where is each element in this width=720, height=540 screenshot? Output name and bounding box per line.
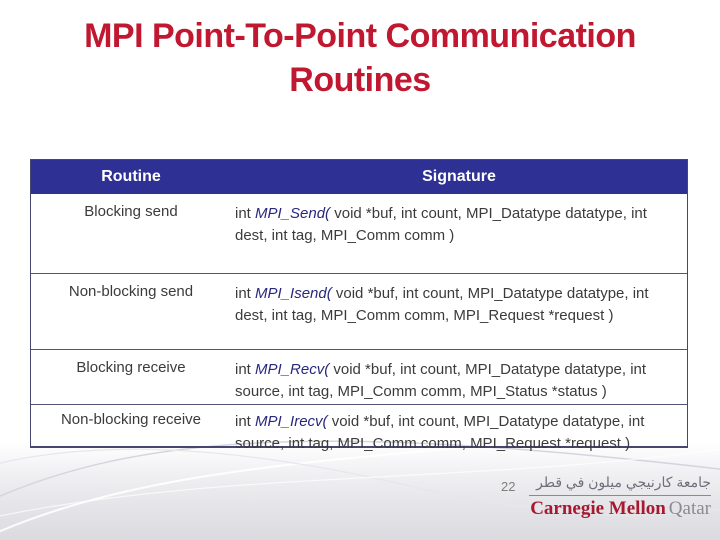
table-row: Non-blocking send int MPI_Isend( void *b… <box>31 273 687 349</box>
signature-prefix: int <box>235 285 256 302</box>
signature-cell: int MPI_Isend( void *buf, int count, MPI… <box>231 274 687 349</box>
signature-function-name: MPI_Recv( <box>255 361 330 378</box>
signature-prefix: int <box>235 361 256 378</box>
signature-prefix: int <box>235 413 256 430</box>
routine-cell: Blocking receive <box>76 359 186 376</box>
table-row: Blocking send int MPI_Send( void *buf, i… <box>31 194 687 273</box>
signature-function-name: MPI_Send( <box>255 205 331 222</box>
signature-prefix: int <box>235 205 256 222</box>
signature-args: void *buf, int count, MPI_Datatype datat… <box>235 413 645 452</box>
column-header-signature: Signature <box>422 168 496 185</box>
routines-table: Routine Signature Blocking send int MPI_… <box>30 159 688 452</box>
routine-cell: Blocking send <box>84 203 178 220</box>
slide-title: MPI Point-To-Point Communication Routine… <box>84 17 636 99</box>
signature-function-name: MPI_Isend( <box>255 285 332 302</box>
signature-cell: int MPI_Send( void *buf, int count, MPI_… <box>231 194 687 273</box>
signature-args: void *buf, int count, MPI_Datatype datat… <box>235 361 647 400</box>
table-row: Non-blocking receive int MPI_Irecv( void… <box>31 404 687 452</box>
carnegie-mellon-qatar-logo: جامعة كارنيجي ميلون في قطر Carnegie Mell… <box>529 472 711 521</box>
signature-cell: int MPI_Recv( void *buf, int count, MPI_… <box>231 350 687 404</box>
page-number: 22 <box>501 479 516 494</box>
column-header-routine: Routine <box>101 168 161 185</box>
logo-carnegie-mellon-text: Carnegie Mellon <box>530 498 666 519</box>
table-header-row: Routine Signature <box>31 160 687 194</box>
logo-arabic-text: جامعة كارنيجي ميلون في قطر <box>529 472 711 496</box>
signature-function-name: MPI_Irecv( <box>255 413 328 430</box>
table-row: Blocking receive int MPI_Recv( void *buf… <box>31 349 687 404</box>
routine-cell: Non-blocking send <box>68 283 194 300</box>
logo-qatar-text: Qatar <box>668 498 711 519</box>
signature-cell: int MPI_Irecv( void *buf, int count, MPI… <box>231 405 687 452</box>
signature-args: void *buf, int count, MPI_Datatype datat… <box>235 285 649 324</box>
footer-gradient-band <box>0 442 720 540</box>
routine-cell: Non-blocking receive <box>60 411 202 428</box>
signature-args: void *buf, int count, MPI_Datatype datat… <box>235 205 647 244</box>
